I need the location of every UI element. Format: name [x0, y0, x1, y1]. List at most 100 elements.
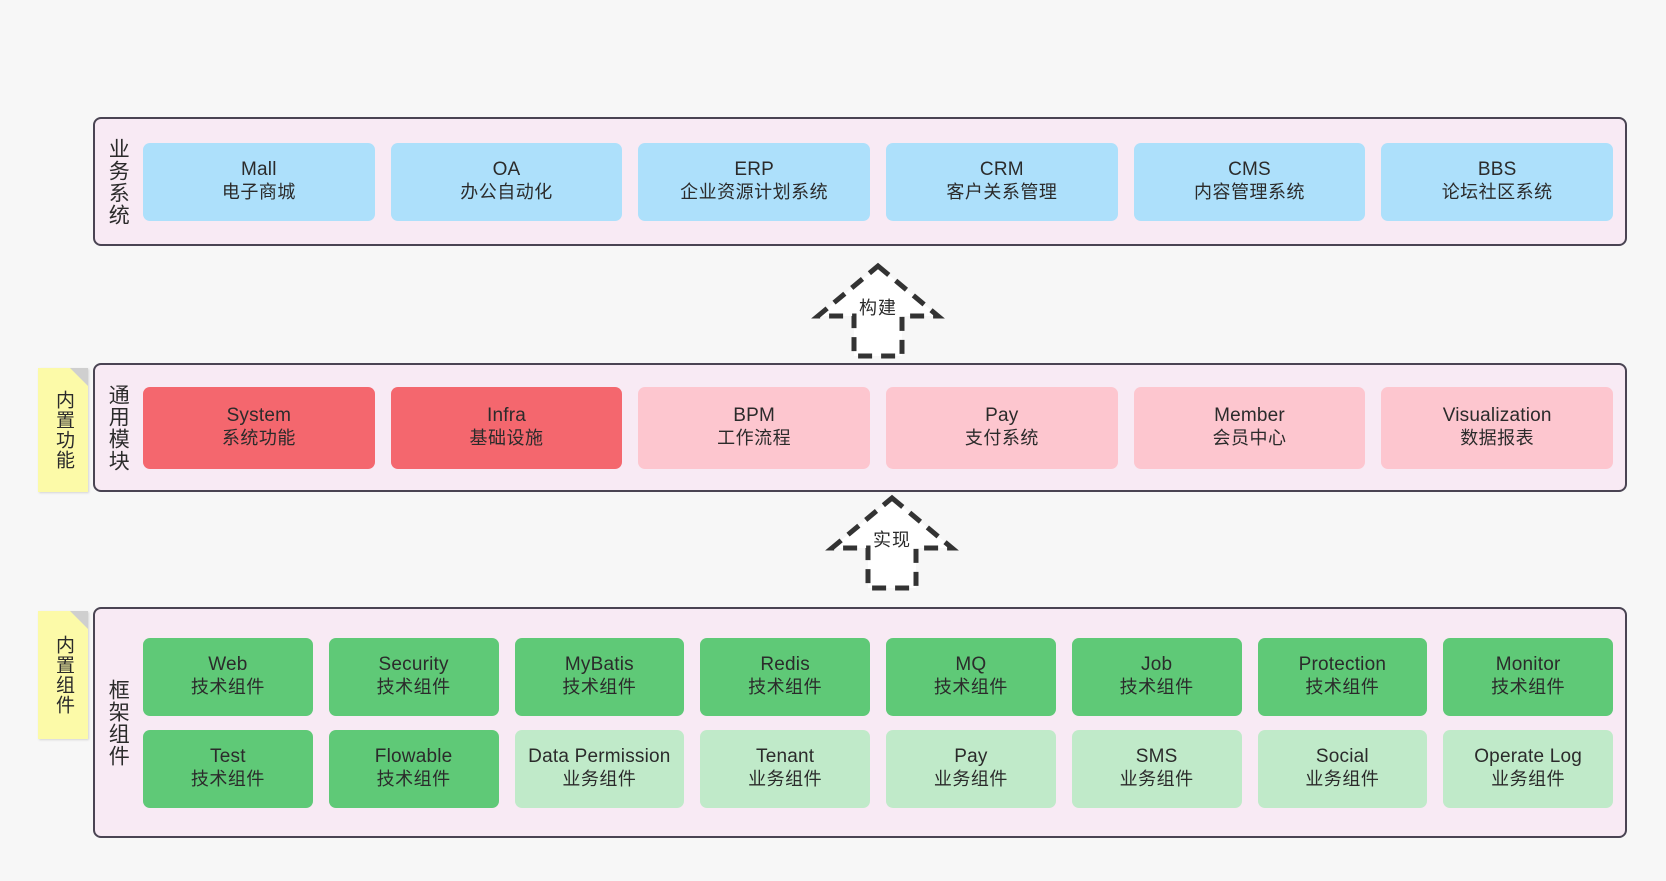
- node-flowable[interactable]: Flowable 技术组件: [328, 729, 499, 808]
- node-mq[interactable]: MQ 技术组件: [886, 637, 1056, 716]
- node-operate-log[interactable]: Operate Log 业务组件: [1443, 729, 1613, 808]
- node-social[interactable]: Social 业务组件: [1257, 729, 1428, 808]
- node-title-cn: 论坛社区系统: [1441, 182, 1553, 203]
- node-system[interactable]: System 系统功能: [143, 386, 375, 469]
- framework-tech-component-row: Web 技术组件 Security 技术组件 MyBatis 技术组件 Redi…: [143, 637, 1613, 716]
- node-title-en: Social: [1315, 746, 1369, 768]
- node-title-en: Infra: [486, 405, 527, 427]
- node-title-cn: 技术组件: [748, 677, 823, 698]
- node-title-en: Mall: [241, 159, 277, 181]
- layer-label-common-module: 通用模块: [106, 383, 130, 472]
- note-fold-corner: [70, 611, 88, 629]
- node-title-en: Tenant: [756, 746, 815, 768]
- node-title-cn: 技术组件: [1305, 677, 1380, 698]
- node-cms[interactable]: CMS 内容管理系统: [1133, 142, 1366, 221]
- node-member[interactable]: Member 会员中心: [1133, 386, 1366, 469]
- node-pay-module[interactable]: Pay 支付系统: [886, 386, 1118, 469]
- node-monitor[interactable]: Monitor 技术组件: [1443, 637, 1613, 716]
- node-crm[interactable]: CRM 客户关系管理: [886, 142, 1118, 221]
- note-builtin-component-label: 内置组件: [53, 635, 75, 715]
- node-mall[interactable]: Mall 电子商城: [143, 142, 375, 221]
- node-title-cn: 技术组件: [190, 677, 265, 698]
- note-builtin-function: 内置功能: [38, 368, 88, 492]
- node-bbs[interactable]: BBS 论坛社区系统: [1381, 142, 1614, 221]
- layer-common-module: 通用模块 System 系统功能 Infra 基础设施 BPM 工作流程 Pay…: [93, 363, 1627, 492]
- connector-implement-label: 实现: [873, 530, 911, 550]
- node-title-cn: 业务组件: [748, 769, 823, 790]
- node-data-permission[interactable]: Data Permission 业务组件: [514, 729, 685, 808]
- node-erp[interactable]: ERP 企业资源计划系统: [638, 142, 871, 221]
- note-builtin-function-label: 内置功能: [53, 390, 75, 470]
- node-title-cn: 业务组件: [1305, 769, 1380, 790]
- node-title-en: Pay: [985, 405, 1019, 427]
- node-title-en: OA: [492, 159, 521, 181]
- common-module-node-list: System 系统功能 Infra 基础设施 BPM 工作流程 Pay 支付系统…: [139, 365, 1625, 490]
- node-title-cn: 办公自动化: [460, 182, 553, 203]
- node-sms[interactable]: SMS 业务组件: [1071, 729, 1242, 808]
- node-protection[interactable]: Protection 技术组件: [1257, 637, 1428, 716]
- business-system-node-list: Mall 电子商城 OA 办公自动化 ERP 企业资源计划系统 CRM 客户关系…: [139, 119, 1625, 244]
- connector-build-label: 构建: [859, 298, 897, 318]
- node-title-cn: 技术组件: [190, 769, 265, 790]
- node-test[interactable]: Test 技术组件: [143, 729, 313, 808]
- node-title-cn: 业务组件: [1119, 769, 1194, 790]
- layer-label-business-system: 业务系统: [106, 137, 130, 226]
- node-title-cn: 业务组件: [1491, 769, 1566, 790]
- node-web[interactable]: Web 技术组件: [143, 637, 313, 716]
- node-title-cn: 技术组件: [1491, 677, 1566, 698]
- connector-build: 构建: [798, 260, 958, 360]
- node-tenant[interactable]: Tenant 业务组件: [700, 729, 870, 808]
- node-title-cn: 数据报表: [1460, 428, 1535, 449]
- layer-label-framework-component: 框架组件: [106, 678, 130, 767]
- node-title-cn: 会员中心: [1212, 428, 1287, 449]
- node-title-en: Member: [1214, 405, 1285, 427]
- node-title-en: Protection: [1298, 654, 1387, 676]
- node-title-en: MyBatis: [564, 654, 634, 676]
- node-title-cn: 支付系统: [964, 428, 1039, 449]
- node-title-en: Web: [208, 654, 248, 676]
- framework-component-grid: Web 技术组件 Security 技术组件 MyBatis 技术组件 Redi…: [139, 609, 1625, 836]
- node-pay-component[interactable]: Pay 业务组件: [886, 729, 1056, 808]
- node-title-en: Monitor: [1495, 654, 1561, 676]
- node-security[interactable]: Security 技术组件: [328, 637, 499, 716]
- node-title-cn: 企业资源计划系统: [680, 182, 829, 203]
- node-title-cn: 业务组件: [562, 769, 637, 790]
- node-title-cn: 技术组件: [933, 677, 1008, 698]
- node-visualization[interactable]: Visualization 数据报表: [1381, 386, 1614, 469]
- node-title-cn: 技术组件: [1119, 677, 1194, 698]
- note-builtin-component: 内置组件: [38, 611, 88, 739]
- node-mybatis[interactable]: MyBatis 技术组件: [514, 637, 685, 716]
- node-title-cn: 技术组件: [376, 769, 451, 790]
- node-title-en: ERP: [734, 159, 775, 181]
- node-infra[interactable]: Infra 基础设施: [390, 386, 623, 469]
- node-title-en: Pay: [954, 746, 988, 768]
- node-title-en: CMS: [1228, 159, 1271, 181]
- connector-implement-glyph: [825, 494, 959, 591]
- node-bpm[interactable]: BPM 工作流程: [638, 386, 871, 469]
- node-title-cn: 系统功能: [221, 428, 296, 449]
- node-title-en: BBS: [1477, 159, 1517, 181]
- note-fold-corner: [70, 368, 88, 386]
- node-title-en: Job: [1141, 654, 1173, 676]
- connector-build-glyph: [811, 262, 945, 359]
- node-title-en: System: [226, 405, 292, 427]
- node-title-cn: 电子商城: [221, 182, 296, 203]
- node-title-en: MQ: [955, 654, 987, 676]
- node-title-cn: 基础设施: [469, 428, 544, 449]
- node-title-en: BPM: [733, 405, 776, 427]
- node-title-cn: 工作流程: [717, 428, 792, 449]
- framework-business-component-row: Test 技术组件 Flowable 技术组件 Data Permission …: [143, 729, 1613, 808]
- node-title-en: Redis: [760, 654, 810, 676]
- node-title-en: SMS: [1135, 746, 1178, 768]
- connector-implement: 实现: [812, 492, 972, 592]
- node-title-cn: 业务组件: [933, 769, 1008, 790]
- node-job[interactable]: Job 技术组件: [1071, 637, 1242, 716]
- node-title-en: Data Permission: [528, 746, 671, 768]
- node-redis[interactable]: Redis 技术组件: [700, 637, 870, 716]
- node-title-cn: 技术组件: [562, 677, 637, 698]
- node-title-en: Flowable: [374, 746, 453, 768]
- layer-business-system: 业务系统 Mall 电子商城 OA 办公自动化 ERP 企业资源计划系统 CRM…: [93, 117, 1627, 246]
- node-title-cn: 技术组件: [376, 677, 451, 698]
- node-oa[interactable]: OA 办公自动化: [390, 142, 623, 221]
